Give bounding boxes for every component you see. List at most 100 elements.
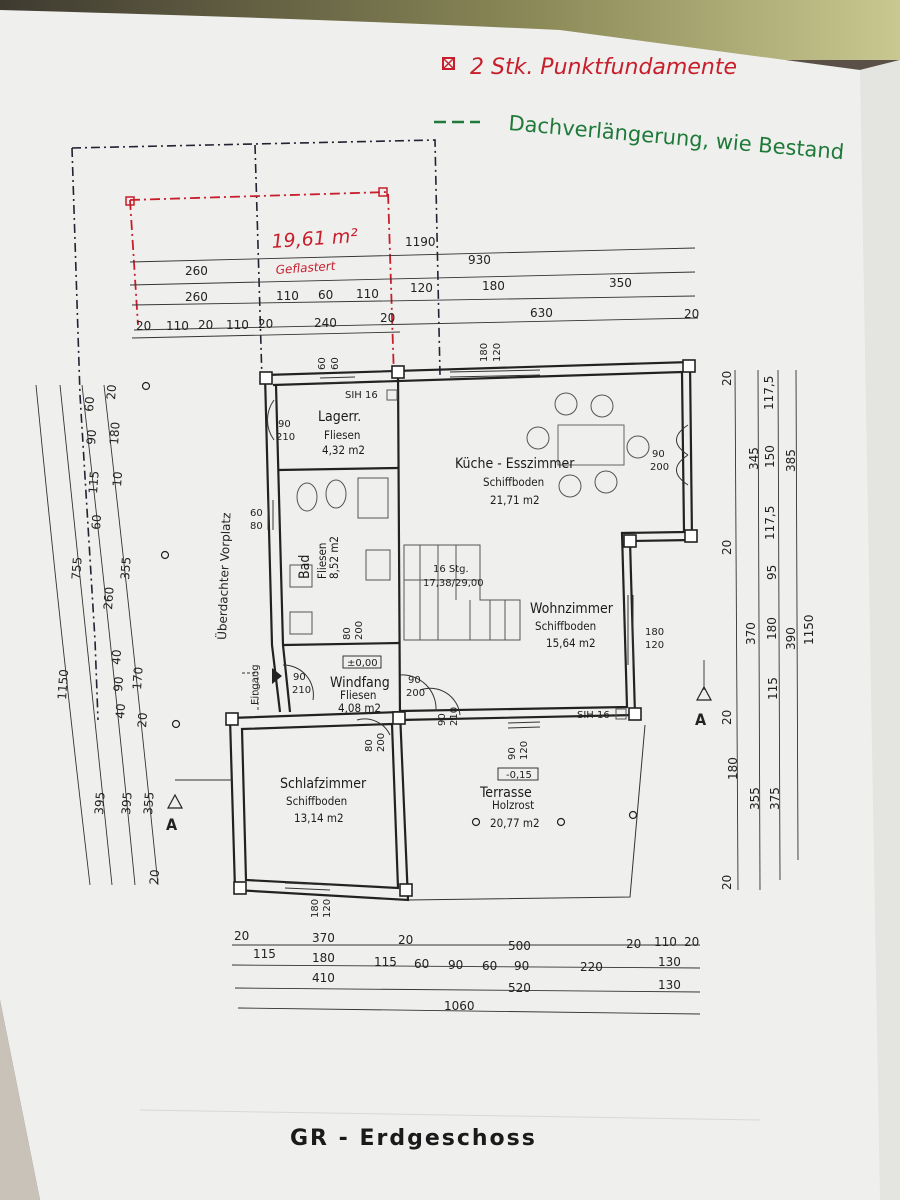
room-wohnzimmer: Wohnzimmer Schiffboden 15,64 m2: [530, 601, 614, 650]
svg-text:60: 60: [250, 508, 263, 519]
svg-text:60: 60: [82, 396, 97, 412]
dim-240: 240: [314, 316, 337, 330]
svg-text:Bad: Bad: [297, 555, 313, 579]
svg-text:115: 115: [766, 677, 780, 700]
svg-text:117,5: 117,5: [763, 506, 777, 540]
svg-text:170: 170: [130, 666, 146, 690]
dim-20d: 20: [380, 311, 395, 325]
svg-text:210: 210: [449, 707, 460, 726]
svg-text:210: 210: [292, 685, 311, 696]
svg-text:150: 150: [763, 445, 777, 468]
svg-text:110: 110: [654, 935, 677, 949]
svg-text:Schiffboden: Schiffboden: [286, 794, 347, 808]
svg-text:Fliesen: Fliesen: [324, 428, 360, 442]
svg-text:1150: 1150: [802, 614, 816, 645]
svg-text:180: 180: [726, 757, 740, 780]
svg-text:90: 90: [84, 429, 99, 445]
dim-20e: 20: [684, 307, 699, 321]
svg-text:220: 220: [580, 960, 603, 974]
svg-text:A: A: [166, 815, 178, 834]
svg-text:20: 20: [104, 384, 119, 400]
svg-text:80: 80: [364, 739, 375, 752]
svg-text:395: 395: [92, 791, 108, 815]
dim-110d: 110: [226, 318, 249, 332]
svg-text:120: 120: [519, 741, 530, 760]
svg-text:60: 60: [89, 514, 104, 530]
svg-text:755: 755: [69, 556, 85, 580]
svg-text:60: 60: [317, 357, 328, 370]
svg-text:410: 410: [312, 971, 335, 985]
room-bad: Bad Fliesen 8,52 m2: [297, 536, 341, 579]
svg-text:20: 20: [720, 710, 734, 725]
svg-text:40: 40: [113, 703, 128, 719]
svg-text:SIH 16: SIH 16: [345, 390, 378, 401]
svg-text:8,52 m2: 8,52 m2: [327, 536, 341, 579]
dim-180: 180: [482, 279, 505, 293]
svg-text:Lagerr.: Lagerr.: [318, 409, 361, 425]
svg-text:90: 90: [652, 449, 665, 460]
svg-text:16 Stg.: 16 Stg.: [433, 564, 469, 575]
svg-text:370: 370: [312, 931, 335, 945]
svg-text:20: 20: [398, 933, 413, 947]
svg-text:390: 390: [784, 627, 798, 650]
svg-text:120: 120: [322, 899, 333, 918]
svg-text:80: 80: [342, 627, 353, 640]
svg-text:60: 60: [482, 959, 497, 973]
svg-text:180: 180: [310, 899, 321, 918]
svg-text:355: 355: [141, 791, 157, 815]
right-dimensions: 20 345 20 370 20 180 20 117,5 150 117,5 …: [720, 369, 816, 891]
svg-text:60: 60: [414, 957, 429, 971]
plan-misc-labels: SIH 16 SIH 16 16 Stg. 17,38/29,00 ±0,00 …: [242, 390, 610, 781]
svg-text:1060: 1060: [444, 999, 475, 1013]
svg-text:210: 210: [276, 432, 295, 443]
svg-text:20,77 m2: 20,77 m2: [490, 816, 540, 830]
svg-text:395: 395: [119, 791, 135, 815]
svg-text:20: 20: [626, 937, 641, 951]
section-marker-right: A: [695, 660, 713, 729]
dim-20b: 20: [198, 318, 213, 332]
svg-text:-0,15: -0,15: [506, 770, 532, 781]
svg-text:Fliesen: Fliesen: [340, 688, 376, 702]
svg-text:40: 40: [109, 649, 124, 665]
floor-plan: [225, 359, 698, 902]
svg-text:90: 90: [293, 672, 306, 683]
svg-text:120: 120: [492, 343, 503, 362]
svg-text:17,38/29,00: 17,38/29,00: [423, 578, 484, 589]
svg-text:130: 130: [658, 978, 681, 992]
room-terrasse: Terrasse Holzrost 20,77 m2: [471, 785, 638, 830]
svg-text:115: 115: [374, 955, 397, 969]
svg-text:355: 355: [118, 556, 134, 580]
dim-630: 630: [530, 306, 553, 320]
svg-text:180: 180: [479, 343, 490, 362]
room-kueche: Küche - Esszimmer Schiffboden 21,71 m2: [455, 456, 575, 507]
svg-text:370: 370: [744, 622, 758, 645]
svg-text:130: 130: [658, 955, 681, 969]
dim-1190: 1190: [405, 235, 436, 249]
svg-text:385: 385: [784, 449, 798, 472]
page-title: GR - Erdgeschoss: [290, 1126, 537, 1151]
svg-text:200: 200: [406, 688, 425, 699]
svg-text:180: 180: [312, 951, 335, 965]
svg-text:115: 115: [253, 947, 276, 961]
svg-text:500: 500: [508, 939, 531, 953]
svg-text:90: 90: [507, 747, 518, 760]
svg-text:90: 90: [437, 713, 448, 726]
svg-text:180: 180: [107, 421, 123, 445]
svg-text:520: 520: [508, 981, 531, 995]
svg-text:90: 90: [111, 676, 126, 692]
svg-text:200: 200: [354, 621, 365, 640]
svg-text:20: 20: [234, 929, 249, 943]
vorplatz-label: Überdachter Vorplatz: [213, 512, 233, 640]
svg-text:13,14 m2: 13,14 m2: [294, 811, 344, 825]
svg-text:90: 90: [408, 675, 421, 686]
svg-text:115: 115: [86, 470, 102, 494]
svg-text:20: 20: [720, 875, 734, 890]
svg-text:260: 260: [101, 586, 117, 610]
top-dimensions: 1190 260 930 260 110 60 110 120 180 350 …: [129, 235, 699, 370]
svg-text:60: 60: [330, 357, 341, 370]
svg-text:±0,00: ±0,00: [347, 658, 378, 669]
section-marker-left: A: [166, 779, 232, 834]
svg-text:180: 180: [765, 617, 779, 640]
svg-text:20: 20: [135, 712, 150, 728]
